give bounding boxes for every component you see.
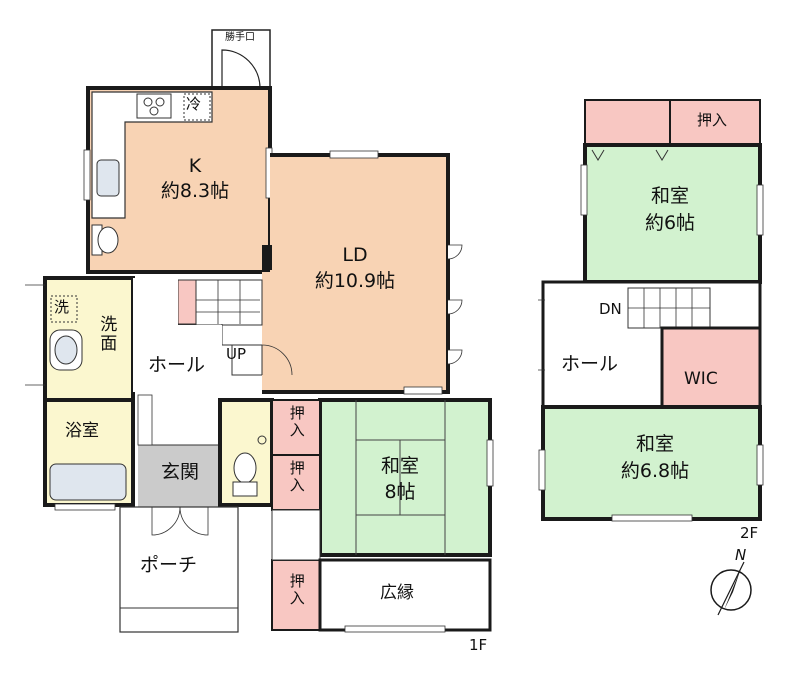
washitsu-2f-south-name: 和室 [635, 433, 674, 455]
service-door [211, 29, 271, 89]
kitchen-room [83, 86, 273, 274]
closet-b-label: 押入 [287, 460, 306, 494]
dn-label: DN [599, 300, 622, 318]
north-label: N [735, 546, 747, 564]
closet-c-label: 押入 [287, 573, 306, 607]
closets-1f [271, 399, 321, 631]
floor-2f-label: 2F [740, 524, 759, 542]
washitsu-1f [318, 398, 494, 557]
wic-2f [660, 326, 762, 409]
washitsu-2f-south-size: 約6.8帖 [620, 460, 690, 482]
washitsu-2f-south [538, 405, 764, 522]
hall-2f-label: ホール [561, 353, 619, 375]
washitsu-1f-name: 和室 [380, 455, 419, 477]
service-door-label: 勝手口 [225, 32, 255, 43]
floor-1f-label: 1F [469, 636, 488, 654]
stairs-1f [177, 279, 263, 376]
engawa-label: 広縁 [380, 583, 414, 603]
ld-size: 約10.9帖 [314, 270, 396, 292]
washitsu-2f-north-size: 約6帖 [644, 212, 696, 234]
kitchen-name: K [188, 155, 202, 177]
engawa [318, 558, 492, 633]
washroom-label: 洗面 [96, 315, 117, 353]
entrance [137, 394, 220, 507]
washer-label: 洗 [54, 298, 70, 316]
closet-2f [584, 99, 761, 146]
ld-room [262, 150, 463, 395]
washitsu-1f-size: 8帖 [384, 481, 416, 503]
kitchen-size: 約8.3帖 [160, 180, 230, 202]
entrance-label: 玄関 [161, 461, 200, 483]
bath-label: 浴室 [65, 421, 99, 441]
closet-2f-label: 押入 [697, 111, 728, 129]
bath-room [43, 398, 135, 511]
up-label: UP [226, 345, 247, 363]
toilet [218, 398, 274, 507]
washroom [25, 276, 135, 402]
porch-label: ポーチ [140, 554, 198, 576]
hall-1f [133, 278, 293, 445]
ld-name: LD [342, 244, 368, 266]
compass-icon [710, 561, 752, 616]
washitsu-2f-north-name: 和室 [650, 185, 689, 207]
refrigerator-label: 冷 [186, 95, 202, 113]
hall-1f-label: ホール [148, 354, 206, 376]
closet-a-label: 押入 [287, 405, 306, 439]
porch [119, 506, 239, 633]
wic-label: WIC [684, 369, 718, 389]
